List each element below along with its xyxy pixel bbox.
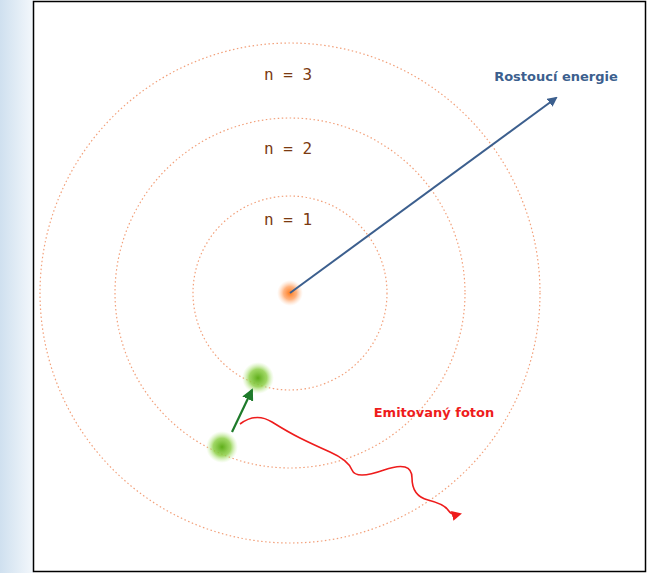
photon-label: Emitovaný foton — [374, 405, 495, 421]
frame — [34, 2, 646, 572]
energy-label: Rostoucí energie — [494, 69, 618, 85]
photon-wave — [240, 417, 460, 514]
energy-arrow — [290, 98, 556, 293]
electron — [242, 362, 274, 394]
orbit-label: n = 3 — [264, 65, 312, 84]
orbit-label: n = 1 — [264, 210, 312, 229]
side-gradient — [0, 0, 34, 573]
orbit-label: n = 2 — [264, 139, 312, 158]
electron — [206, 431, 238, 463]
transition-arrow — [232, 390, 252, 432]
